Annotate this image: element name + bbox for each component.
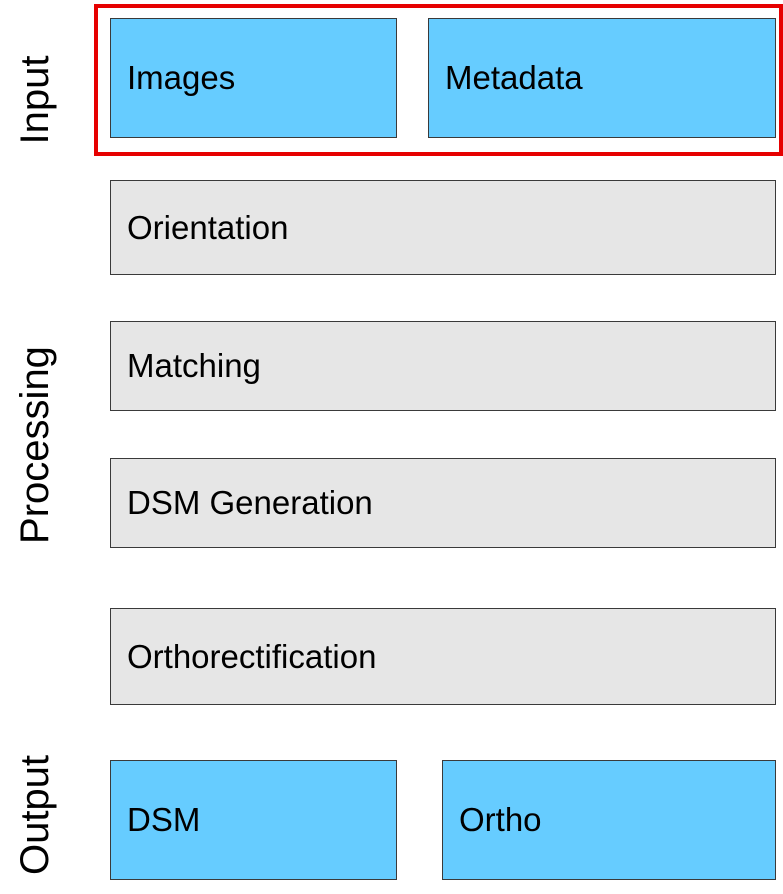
processing-stage-label: Processing [13, 346, 57, 544]
ortho-label: Ortho [459, 801, 542, 838]
output-stage-label: Output [13, 754, 57, 876]
metadata-box: Metadata [428, 18, 776, 138]
input-highlight-frame [94, 4, 783, 156]
metadata-label: Metadata [445, 59, 583, 96]
orthorectification-label: Orthorectification [127, 637, 377, 675]
orthorectification-box: Orthorectification [110, 608, 776, 705]
orientation-label: Orientation [127, 208, 289, 246]
matching-box: Matching [110, 321, 776, 411]
dsm-generation-label: DSM Generation [127, 484, 373, 521]
images-box: Images [110, 18, 397, 138]
images-label: Images [127, 59, 236, 96]
dsm-generation-box: DSM Generation [110, 458, 776, 548]
matching-label: Matching [127, 347, 261, 384]
ortho-box: Ortho [442, 760, 776, 880]
dsm-box: DSM [110, 760, 397, 880]
dsm-label: DSM [127, 801, 201, 838]
orientation-box: Orientation [110, 180, 776, 275]
input-stage-label: Input [13, 55, 57, 145]
